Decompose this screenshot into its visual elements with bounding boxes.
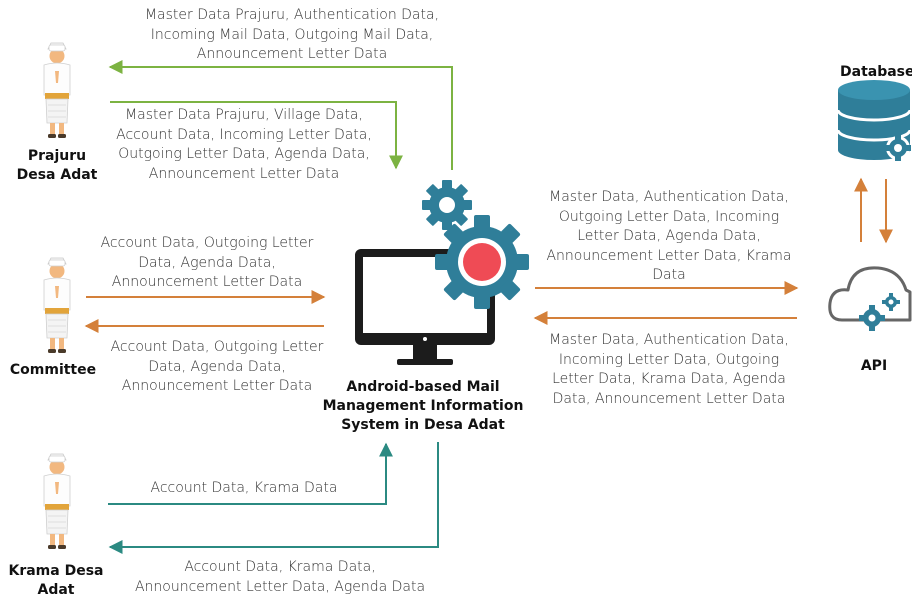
flow-text-line: Incoming Letter Data, Outgoing	[558, 351, 780, 368]
actor-label-committee: Committee	[0, 361, 106, 380]
flow-text-krama-in: Account Data, Krama Data	[128, 479, 360, 499]
committee-figure-icon	[43, 257, 71, 354]
flow-text-line: Account Data, Outgoing Letter	[110, 339, 324, 355]
system-label: Android-based Mail Management Informatio…	[318, 378, 528, 435]
flow-text-line: Letter Data, Agenda Data,	[577, 228, 761, 244]
flow-text-prajuru-in: Master Data Prajuru, Village Data, Accou…	[98, 106, 390, 184]
api-label: API	[860, 358, 888, 374]
flow-text-to-api: Master Data, Authentication Data, Outgoi…	[530, 188, 808, 286]
actor-label-krama: Krama Desa Adat	[0, 562, 112, 600]
flow-text-line: Announcement Letter Data	[121, 378, 313, 394]
flow-text-line: Account Data, Krama Data,	[184, 559, 376, 575]
flow-text-line: Master Data Prajuru, Authentication Data…	[144, 7, 440, 23]
flow-text-line: Outgoing Letter Data, Incoming	[558, 208, 780, 225]
system-to-krama-arrow	[108, 442, 439, 554]
flow-text-line: Announcement Letter Data	[111, 274, 303, 290]
prajuru-outgoing-arrow	[108, 60, 453, 170]
flow-text-from-api: Master Data, Authentication Data, Incomi…	[530, 331, 808, 409]
flow-text-line: Data, Agenda Data,	[148, 358, 286, 375]
flow-text-line: Master Data, Authentication Data,	[549, 189, 789, 205]
krama-to-system-arrow	[108, 442, 393, 505]
large-gear-icon	[435, 215, 529, 309]
flow-text-line: Announcement Letter Data, Krama	[546, 247, 792, 264]
flow-text-prajuru-out: Master Data Prajuru, Authentication Data…	[122, 6, 462, 65]
system-label-line: Management Information	[322, 398, 524, 414]
flow-text-line: Master Data Prajuru, Village Data,	[125, 107, 363, 123]
flow-text-line: Account Data, Krama Data	[150, 480, 338, 496]
krama-figure-icon	[43, 453, 71, 550]
actor-label-line: Desa Adat	[16, 167, 98, 183]
flow-text-committee-in: Account Data, Outgoing Letter Data, Agen…	[84, 234, 330, 293]
small-gear-icon	[422, 180, 472, 230]
cloud-api-icon	[828, 266, 912, 331]
flow-text-line: Letter Data, Krama Data, Agenda	[552, 371, 786, 387]
flow-text-line: Outgoing Letter Data, Agenda Data,	[118, 146, 370, 162]
prajuru-figure-icon	[43, 42, 71, 139]
actor-label-line: Committee	[9, 362, 97, 378]
flow-text-line: Announcement Letter Data	[196, 46, 388, 62]
flow-text-line: Account Data, Outgoing Letter	[100, 235, 314, 251]
flow-text-line: Account Data, Incoming Letter Data,	[116, 126, 372, 143]
flow-text-line: Announcement Letter Data, Agenda Data	[134, 578, 426, 595]
flow-text-committee-out: Account Data, Outgoing Letter Data, Agen…	[94, 338, 340, 397]
actor-label-prajuru: Prajuru Desa Adat	[0, 147, 114, 185]
database-label: Database	[840, 64, 912, 80]
flow-text-line: Announcement Letter Data	[148, 165, 340, 182]
flow-text-line: Data	[652, 267, 686, 283]
database-icon	[836, 80, 912, 161]
system-label-line: System in Desa Adat	[341, 417, 505, 433]
flow-text-line: Master Data, Authentication Data,	[549, 332, 789, 348]
prajuru-incoming-arrow	[110, 101, 403, 170]
system-label-line: Android-based Mail	[346, 379, 500, 395]
actor-label-line: Krama Desa	[8, 563, 104, 579]
actor-label-line: Prajuru	[27, 148, 87, 164]
flow-text-line: Incoming Mail Data, Outgoing Mail Data,	[150, 26, 434, 43]
flow-text-krama-out: Account Data, Krama Data, Announcement L…	[114, 558, 446, 597]
actor-label-line: Adat	[37, 582, 75, 598]
flow-text-line: Data, Agenda Data,	[138, 254, 276, 271]
flow-text-line: Data, Announcement Letter Data	[552, 390, 786, 407]
